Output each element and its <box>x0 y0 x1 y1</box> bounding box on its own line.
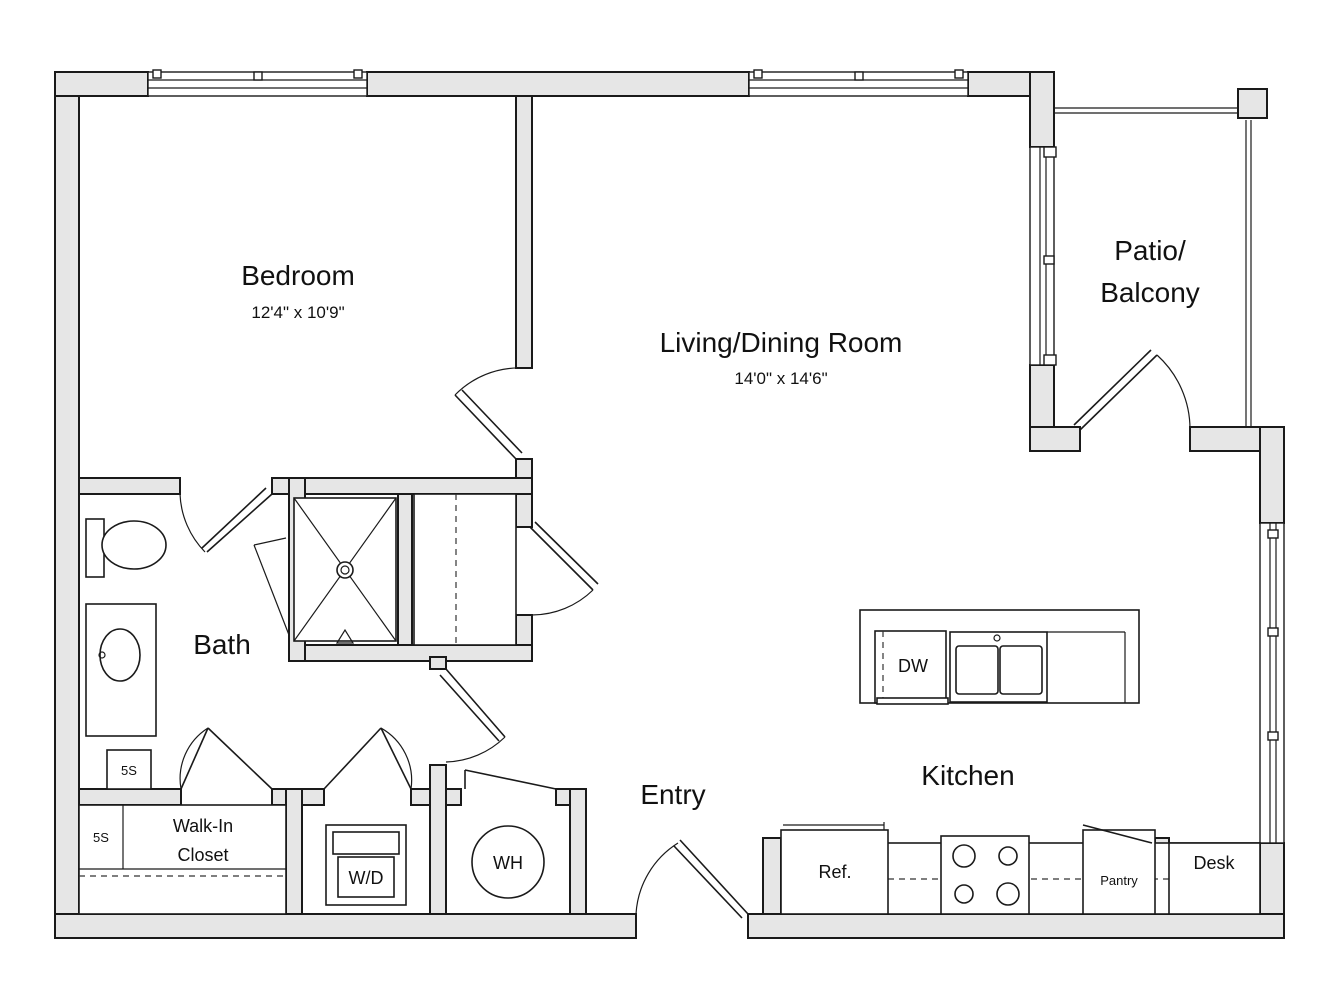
refrigerator <box>780 829 889 915</box>
desk-label: Desk <box>1193 853 1235 873</box>
living-room-label: Living/Dining Room <box>660 327 903 358</box>
doors <box>179 349 1191 919</box>
drain-icon <box>336 561 354 579</box>
dishwasher <box>874 630 947 704</box>
pantry-label: Pantry <box>1100 873 1138 888</box>
bath-fixtures <box>85 493 517 790</box>
dishwasher-label: DW <box>898 656 928 676</box>
kitchen-label: Kitchen <box>921 760 1014 791</box>
water-heater <box>471 825 545 899</box>
water-heater-label: WH <box>493 853 523 873</box>
bath-shelf-label: 5S <box>121 763 137 778</box>
windows <box>147 69 1285 844</box>
entry-label: Entry <box>640 779 705 810</box>
desk <box>1168 842 1261 915</box>
walk-in-closet <box>78 804 545 915</box>
kitchen-fixtures <box>780 609 1261 915</box>
pantry <box>1082 829 1156 915</box>
refrigerator-label: Ref. <box>818 862 851 882</box>
closet-label-line2: Closet <box>177 845 228 865</box>
interior-walls <box>78 95 1170 915</box>
sink-icon <box>99 628 141 682</box>
patio-label-line2: Balcony <box>1100 277 1200 308</box>
bath-label: Bath <box>193 629 251 660</box>
patio-railing <box>1054 88 1268 427</box>
closet-shelf-label: 5S <box>93 830 109 845</box>
bedroom-dimensions: 12'4" x 10'9" <box>251 303 344 322</box>
closet-label-line1: Walk-In <box>173 816 233 836</box>
washer-dryer-label: W/D <box>349 868 384 888</box>
labels: Bedroom 12'4" x 10'9" Living/Dining Room… <box>93 235 1235 888</box>
patio-label-line1: Patio/ <box>1114 235 1186 266</box>
toilet-icon <box>101 520 167 570</box>
living-room-dimensions: 14'0" x 14'6" <box>734 369 827 388</box>
bedroom-label: Bedroom <box>241 260 355 291</box>
exterior-walls <box>54 71 1285 939</box>
